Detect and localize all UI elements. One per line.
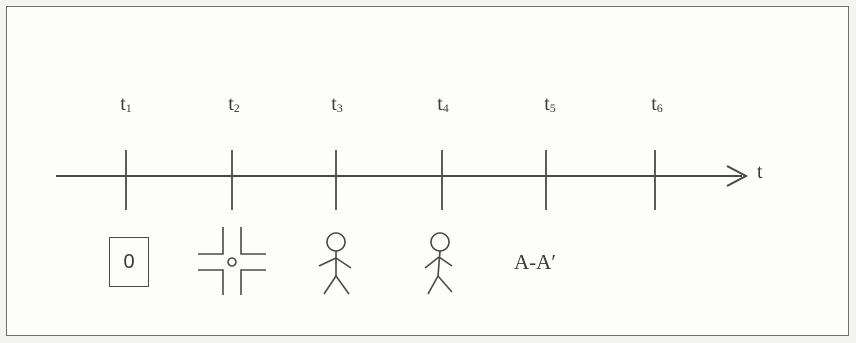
tick-label-t5: t5 xyxy=(544,93,556,115)
stick-figure-icon-1 xyxy=(318,232,352,295)
tick-label-t4: t4 xyxy=(437,93,449,115)
axis-arrowhead xyxy=(726,165,749,187)
axis-label: t xyxy=(757,161,763,183)
tick-label-t2: t2 xyxy=(228,93,240,115)
diagram-frame xyxy=(6,6,849,336)
zero-box-label: 0 xyxy=(123,250,135,273)
tick-label-t1: t1 xyxy=(120,93,132,115)
intersection-icon xyxy=(198,227,266,295)
zero-box-icon: 0 xyxy=(109,237,149,287)
tick-label-t3: t3 xyxy=(331,93,343,115)
tick-label-t6: t6 xyxy=(651,93,663,115)
pair-label: A-A′ xyxy=(514,250,556,274)
stick-figure-icon-2 xyxy=(424,232,453,295)
